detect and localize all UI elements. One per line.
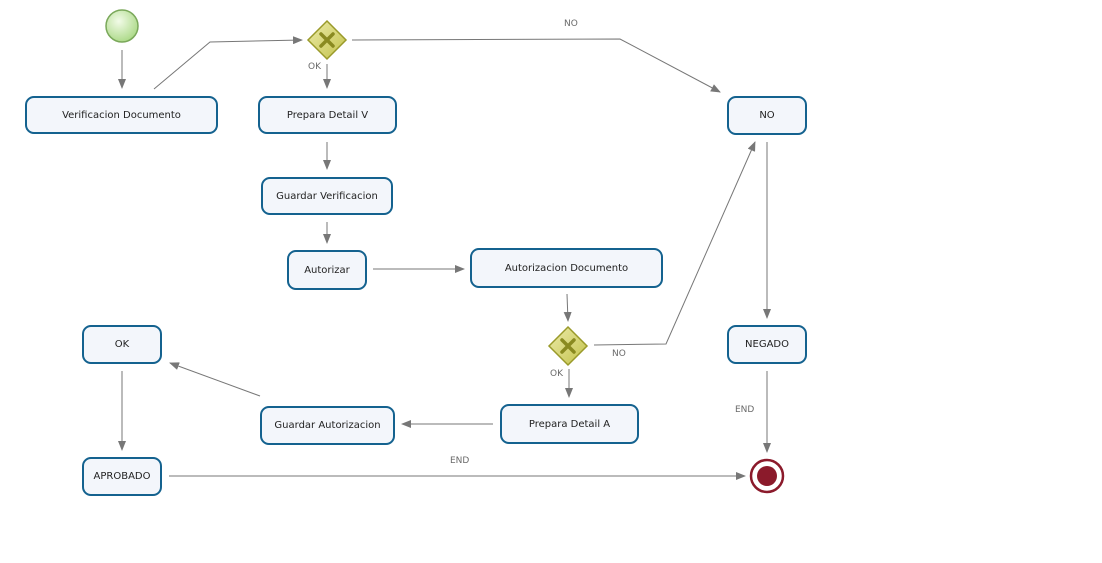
task-autorizacion-documento[interactable]: Autorizacion Documento xyxy=(470,248,663,288)
end-event[interactable] xyxy=(749,458,785,494)
edge-gateway1-no-to-no xyxy=(351,38,721,93)
exclusive-gateway-2[interactable] xyxy=(547,325,589,367)
edge-gateway2-no-to-no xyxy=(593,141,756,346)
edge-label-aprobado-end: END xyxy=(450,456,470,466)
edge-label-gateway2-ok: OK xyxy=(550,369,563,379)
task-guardar-verificacion[interactable]: Guardar Verificacion xyxy=(261,177,393,215)
task-prepara-detail-a[interactable]: Prepara Detail A xyxy=(500,404,639,444)
task-autorizar[interactable]: Autorizar xyxy=(287,250,367,290)
task-verificacion-documento[interactable]: Verificacion Documento xyxy=(25,96,218,134)
task-aprobado[interactable]: APROBADO xyxy=(82,457,162,496)
edge-label-gateway1-ok: OK xyxy=(308,62,321,72)
edge-label-negado-end: END xyxy=(735,405,755,415)
start-event[interactable] xyxy=(105,9,139,43)
x-icon xyxy=(560,338,576,354)
x-icon xyxy=(319,32,335,48)
task-prepara-detail-v[interactable]: Prepara Detail V xyxy=(258,96,397,134)
edge-autorizacion-doc-to-gateway2 xyxy=(563,293,572,322)
task-negado[interactable]: NEGADO xyxy=(727,325,807,364)
edge-label-gateway1-no: NO xyxy=(564,19,578,29)
task-ok[interactable]: OK xyxy=(82,325,162,364)
task-guardar-autorizacion[interactable]: Guardar Autorizacion xyxy=(260,406,395,445)
task-no[interactable]: NO xyxy=(727,96,807,135)
edge-guardar-a-to-ok xyxy=(169,362,261,397)
edge-label-gateway2-no: NO xyxy=(612,349,626,359)
exclusive-gateway-1[interactable] xyxy=(306,19,348,61)
edge-verificacion-to-gateway1 xyxy=(153,36,303,90)
